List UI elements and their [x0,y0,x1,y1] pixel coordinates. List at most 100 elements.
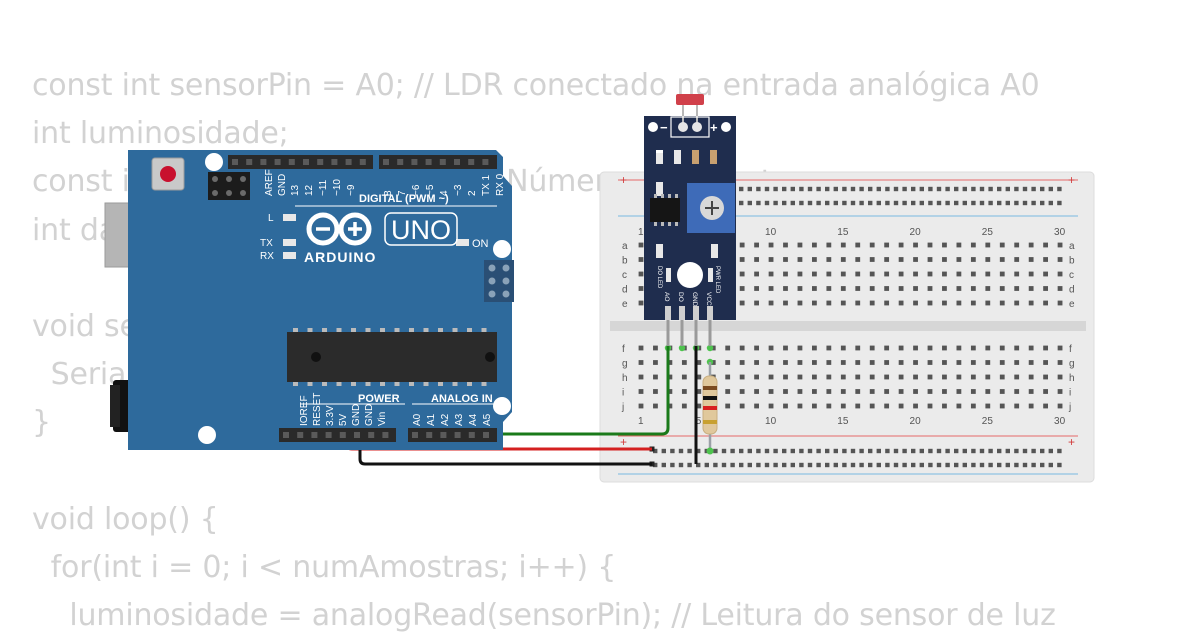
row-letter: b [622,256,628,267]
breadboard-hole [855,271,861,277]
breadboard-hole [1057,300,1063,306]
rail-plus-top-right: + [1068,173,1075,187]
rail-hole [962,462,967,468]
rail-hole [979,186,985,192]
rail-hole [971,448,976,454]
rail-plus-bottom-right: + [1068,435,1075,449]
breadboard-hole [783,374,788,380]
arduino-brand-label: ARDUINO [304,249,376,265]
rail-hole [730,448,735,454]
breadboard-hole [1014,271,1020,277]
rail-hole [911,462,916,468]
breadboard-hole [942,345,947,351]
rail-hole [850,448,856,454]
breadboard-hole [913,374,918,380]
analog-header [408,428,497,442]
rail-hole [807,462,813,468]
analog-pin-label: A3 [454,413,465,426]
breadboard-hole [783,403,788,409]
breadboard-hole [970,300,976,306]
breadboard-hole [1028,345,1034,351]
breadboard-hole [869,286,875,291]
rail-hole [704,462,709,468]
rail-hole [764,200,770,206]
breadboard-hole [768,345,774,351]
power-pin-label: GND [351,404,362,426]
breadboard-hole [884,374,890,380]
rail-hole [816,200,821,206]
analog-header-label: ANALOG IN [431,393,493,405]
rail-plus-bottom-left: + [620,435,627,449]
breadboard-hole [927,389,933,394]
module-plus-label: + [710,120,718,135]
breadboard-hole [884,403,890,409]
rail-hole [721,448,727,454]
row-letter: d [1069,285,1075,296]
do-led-label: DO LED [656,266,662,289]
breadboard-hole [985,389,991,394]
breadboard-hole [754,403,759,409]
breadboard-hole [797,257,803,262]
breadboard-hole [725,360,731,365]
rail-hole [850,462,856,468]
breadboard-hole [797,242,803,248]
breadboard-hole [1043,389,1048,394]
rail-hole [902,200,907,206]
rail-hole [842,200,847,206]
code-line: luminosidade = analogRead(sensorPin); //… [32,598,1056,633]
breadboard-hole [812,345,817,351]
breadboard-hole [667,403,673,409]
column-number: 15 [837,416,849,427]
rail-plus-top-left: + [620,173,627,187]
breadboard-hole [970,257,976,262]
breadboard-hole [999,286,1005,291]
module-pin-label: AO [663,292,670,301]
breadboard-hole [985,360,991,365]
rail-hole [893,200,899,206]
breadboard-hole [898,360,904,365]
rail-hole [833,186,838,192]
rail-hole [721,462,727,468]
column-number: 15 [837,227,849,238]
rail-hole [825,186,830,192]
breadboard-hole [1043,345,1048,351]
rail-hole [893,462,899,468]
breadboard-hole [638,345,644,351]
wire-ao-to-a0 [414,342,670,436]
breadboard-hole [1014,389,1020,394]
breadboard-hole [927,257,933,262]
rail-hole [1031,448,1036,454]
breadboard-hole [1057,360,1063,365]
rail-hole [1031,462,1036,468]
rail-hole [936,186,942,192]
code-line: } [32,405,51,441]
breadboard-hole [783,286,788,291]
resistor[interactable] [702,362,718,455]
breadboard-hole [667,374,673,380]
breadboard-hole [1057,257,1063,262]
active-hole [678,344,686,352]
rail-hole [807,448,813,454]
rail-hole [773,448,778,454]
rail-hole [687,462,692,468]
rail-hole [807,200,813,206]
rail-hole [954,186,959,192]
row-letter: b [1069,256,1075,267]
breadboard-hole [985,403,991,409]
row-letter: a [622,241,628,252]
breadboard-hole [696,389,702,394]
analog-pin-label: A2 [440,413,451,426]
breadboard-hole [956,286,962,291]
column-number: 10 [765,227,777,238]
led-on-label: ON [472,238,489,250]
breadboard-hole [1028,242,1034,248]
row-letter: f [622,344,625,355]
rail-hole [945,186,950,192]
rail-hole [1057,448,1062,454]
breadboard-labels: 115510101515202025253030aabbccddeeffgghh… [621,227,1075,427]
code-line: const int sensorPin = A0; // LDR conecta… [32,68,1040,103]
breadboard-hole [826,286,832,291]
rail-hole [790,186,795,192]
